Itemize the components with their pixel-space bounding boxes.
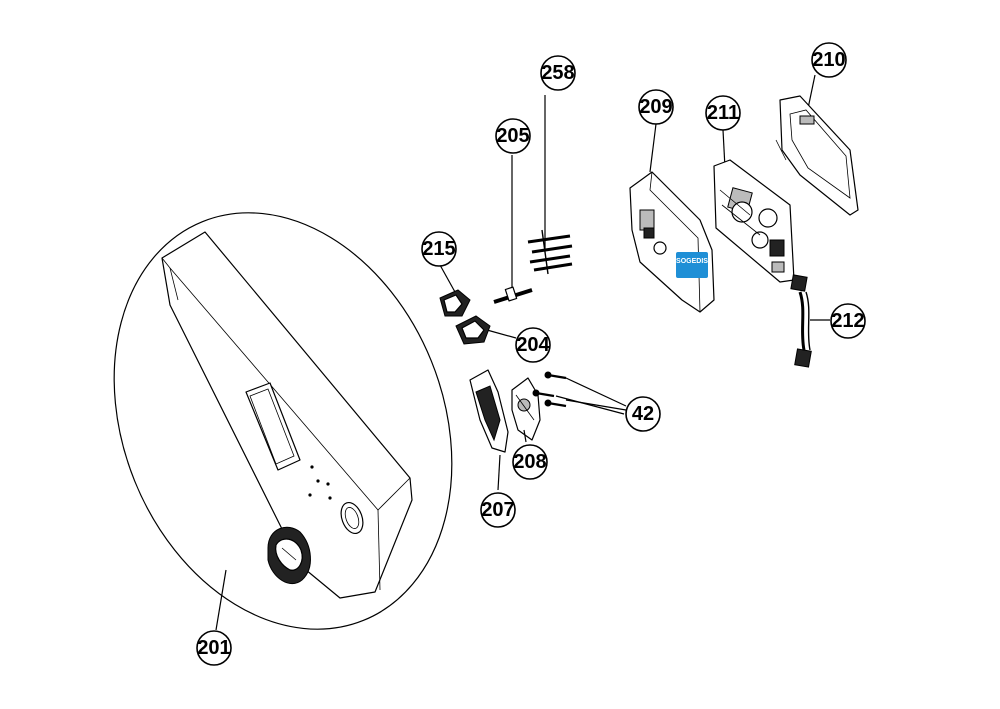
brand-watermark-text: SOGEDIS — [676, 258, 708, 265]
svg-text:205: 205 — [496, 125, 529, 147]
callout-201: 201 — [196, 630, 232, 666]
svg-text:212: 212 — [831, 310, 864, 332]
svg-text:201: 201 — [197, 637, 230, 659]
callout-211: 211 — [705, 95, 741, 131]
callout-204: 204 — [515, 327, 551, 363]
callout-212: 212 — [830, 303, 866, 339]
callout-215: 215 — [421, 231, 457, 267]
knob-hole — [340, 501, 364, 535]
selector-207 — [469, 369, 509, 491]
callout-208: 208 — [512, 444, 548, 480]
svg-text:210: 210 — [812, 49, 845, 71]
display-window — [245, 382, 301, 471]
wire-harness-212 — [790, 274, 830, 368]
indicator-dots — [308, 465, 332, 500]
shaft-205 — [493, 155, 533, 304]
control-panel-group — [113, 212, 453, 630]
svg-text:211: 211 — [707, 102, 739, 124]
group-ellipse — [113, 212, 453, 630]
svg-text:204: 204 — [516, 334, 550, 356]
callout-205: 205 — [495, 118, 531, 154]
svg-text:209: 209 — [639, 96, 672, 118]
control-module-209: SOGEDIS — [629, 123, 715, 313]
svg-text:207: 207 — [481, 499, 514, 521]
switch-215 — [439, 264, 471, 317]
leader-201 — [215, 569, 227, 631]
svg-text:208: 208 — [513, 451, 546, 473]
selector-208 — [511, 377, 541, 443]
svg-text:42: 42 — [632, 403, 654, 425]
callout-209: 209 — [638, 89, 674, 125]
brand-watermark: SOGEDIS — [676, 252, 708, 278]
svg-text:258: 258 — [541, 62, 574, 84]
callout-42: 42 — [625, 396, 661, 432]
svg-text:215: 215 — [422, 238, 455, 260]
callout-258: 258 — [540, 55, 576, 91]
control-knob — [267, 526, 311, 585]
switch-204 — [455, 315, 517, 345]
callout-210: 210 — [811, 42, 847, 78]
bracket-210 — [775, 74, 859, 216]
callout-207: 207 — [480, 492, 516, 528]
circuit-board-211 — [713, 129, 795, 283]
screws-42 — [532, 371, 627, 415]
pin-set-258 — [527, 95, 573, 275]
